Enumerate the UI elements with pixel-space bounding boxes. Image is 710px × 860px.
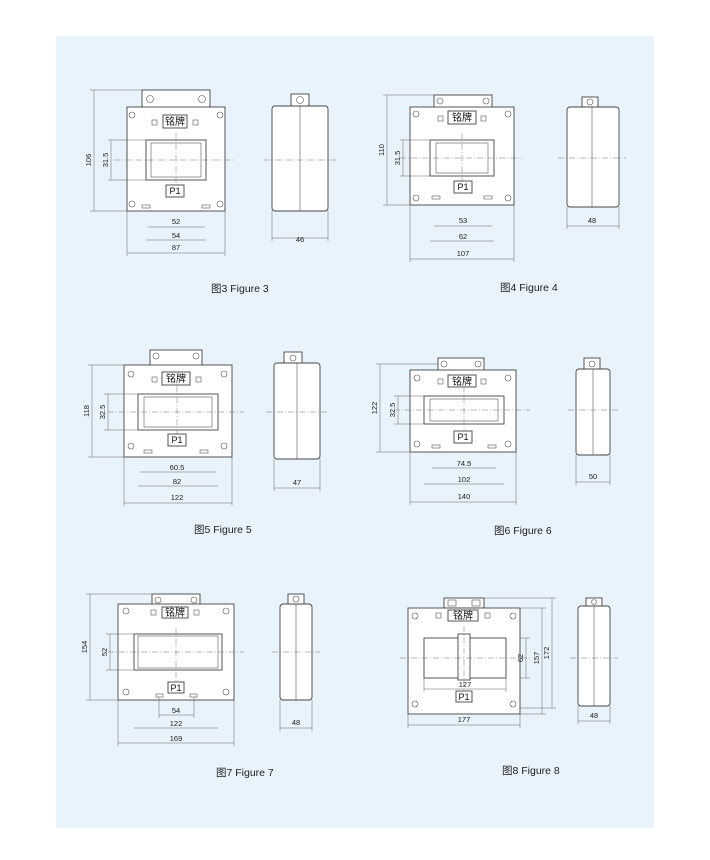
dim-w1: 127 <box>459 680 472 689</box>
figure-3-drawing: 铭牌 P1 106 31.5 52 54 87 46 <box>84 89 336 256</box>
dim-window: 32.5 <box>98 405 107 420</box>
dim-height: 106 <box>84 154 93 167</box>
dim-window: 31.5 <box>393 151 402 166</box>
nameplate-label: 铭牌 <box>165 606 185 619</box>
terminal-mark: P1 <box>170 683 181 693</box>
dim-w2: 62 <box>459 232 467 241</box>
dim-height-body: 157 <box>532 652 541 665</box>
dim-depth: 50 <box>589 472 597 481</box>
nameplate-label: 铭牌 <box>166 372 186 385</box>
dim-w3: 87 <box>172 243 180 252</box>
dim-depth: 46 <box>296 235 304 244</box>
dim-height: 118 <box>82 405 91 417</box>
figure-caption: 图6 Figure 6 <box>494 525 552 537</box>
dim-w2: 82 <box>173 477 181 486</box>
figure-caption: 图8 Figure 8 <box>502 765 560 777</box>
figure-caption: 图4 Figure 4 <box>500 282 558 294</box>
dim-w1: 60.5 <box>170 463 185 472</box>
dim-depth: 47 <box>293 478 301 487</box>
dim-w2: 122 <box>170 719 183 728</box>
dim-depth: 48 <box>588 216 596 225</box>
terminal-mark: P1 <box>457 182 468 192</box>
figure-7-drawing: 铭牌 P1 154 52 54 122 169 48 <box>80 593 320 746</box>
dim-w1: 52 <box>172 217 180 226</box>
dim-window: 31.5 <box>101 153 110 168</box>
figure-6-drawing: 铭牌 P1 122 32.5 74.5 102 140 50 <box>370 357 618 505</box>
dim-height: 172 <box>542 647 551 660</box>
dim-w2: 102 <box>458 475 471 484</box>
dim-depth: 48 <box>292 718 300 727</box>
figure-5-drawing: 铭牌 P1 118 32.5 60.5 82 122 47 <box>82 349 328 506</box>
dim-w3: 140 <box>458 492 471 501</box>
terminal-mark: P1 <box>457 432 468 442</box>
dim-w3: 122 <box>171 493 184 502</box>
terminal-mark: P1 <box>169 186 180 196</box>
terminal-mark: P1 <box>171 435 182 445</box>
dim-w2: 54 <box>172 231 180 240</box>
dim-w3: 169 <box>170 734 183 743</box>
nameplate-label: 铭牌 <box>453 609 473 622</box>
dim-window: 62 <box>516 654 525 662</box>
dim-w1: 53 <box>459 216 467 225</box>
dim-height: 154 <box>80 641 89 654</box>
dim-w1: 74.5 <box>457 459 472 468</box>
figure-caption: 图3 Figure 3 <box>211 283 269 295</box>
dim-w3: 177 <box>458 715 471 724</box>
terminal-mark: P1 <box>458 692 469 702</box>
figure-8-drawing: 铭牌 P1 127 177 62 157 172 48 <box>400 597 618 728</box>
nameplate-label: 铭牌 <box>452 375 472 388</box>
dim-w3: 107 <box>457 249 470 258</box>
figure-caption: 图7 Figure 7 <box>216 767 274 779</box>
dim-height: 122 <box>370 402 379 415</box>
nameplate-label: 铭牌 <box>165 115 185 128</box>
dim-w1: 54 <box>172 706 180 715</box>
figure-4-drawing: 铭牌 P1 110 31.5 53 62 107 48 <box>377 94 626 262</box>
dim-window: 52 <box>100 648 109 656</box>
dim-window: 32.5 <box>388 403 397 418</box>
nameplate-label: 铭牌 <box>452 111 472 124</box>
dim-height: 110 <box>377 144 386 156</box>
dim-depth: 48 <box>590 711 598 720</box>
figure-caption: 图5 Figure 5 <box>194 524 252 536</box>
